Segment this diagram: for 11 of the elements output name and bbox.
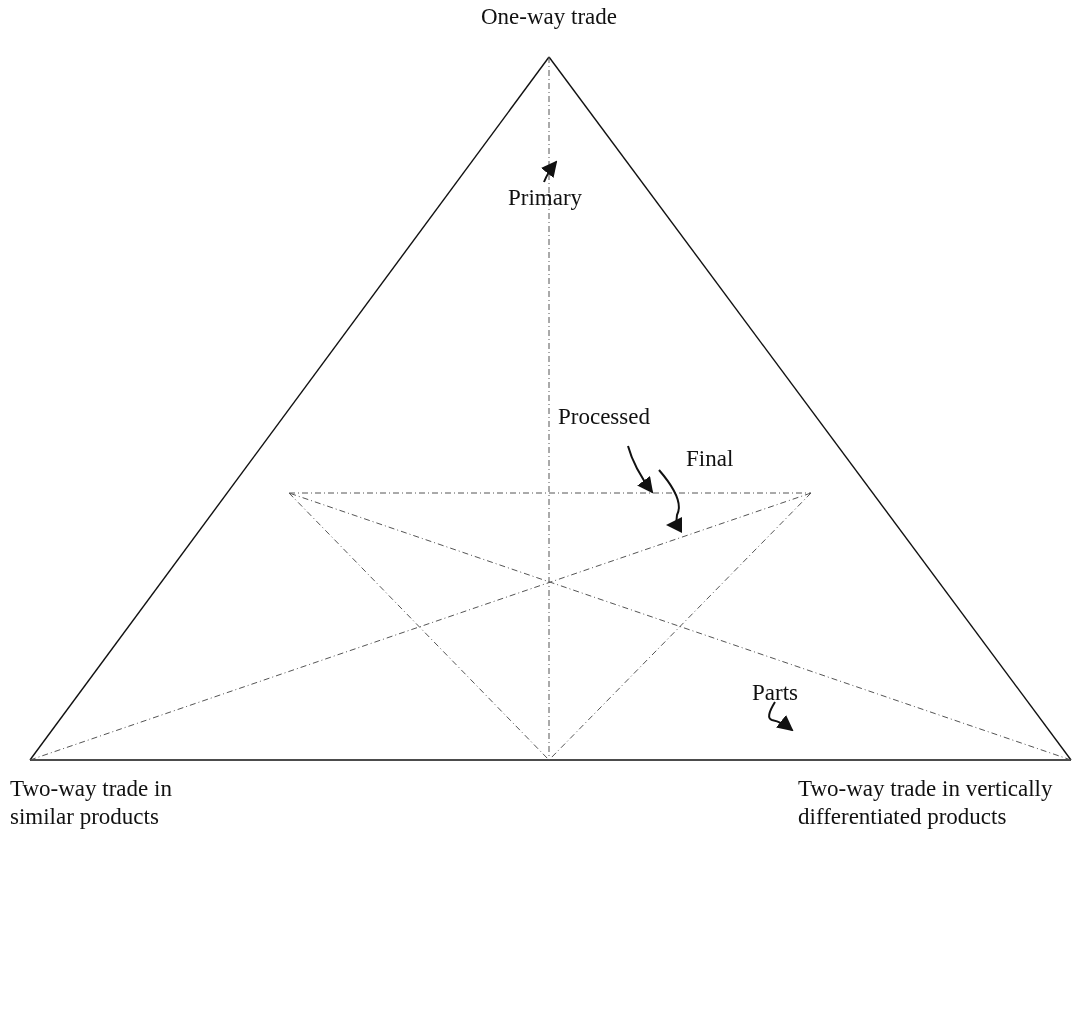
arrow — [541, 160, 558, 183]
corner-label: Two-way trade in vertically differentiated products — [798, 775, 1054, 831]
category-label: Final — [686, 445, 734, 473]
corner-label: Two-way trade in similar products — [10, 775, 173, 831]
corner-label: One-way trade — [481, 3, 617, 31]
arrow — [627, 445, 654, 494]
category-label: Primary — [508, 184, 583, 212]
category-label: Processed — [558, 403, 650, 431]
arrow — [658, 469, 682, 533]
arrow — [768, 701, 794, 732]
category-label: Parts — [752, 679, 798, 707]
